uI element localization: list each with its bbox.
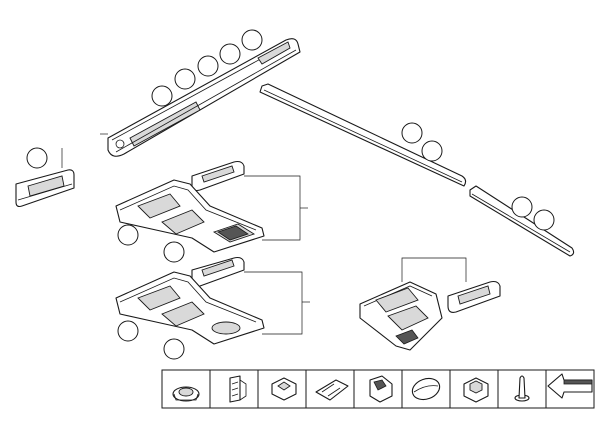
bracket-line-b xyxy=(244,271,303,335)
rear-console-trim xyxy=(359,281,443,351)
metal-clip-icon xyxy=(229,375,247,403)
door-trim-strip-front xyxy=(259,83,467,187)
strip-cell-7 xyxy=(449,369,499,409)
console-cover-a xyxy=(191,160,245,192)
side-vent-trim-left xyxy=(15,147,75,208)
small-parts-strip xyxy=(161,369,595,409)
retainer-clip-icon xyxy=(463,377,489,403)
dashboard-trim-upper xyxy=(107,38,301,157)
door-trim-strip-rear xyxy=(469,185,575,257)
arrow-wedge-icon xyxy=(547,373,593,399)
push-nut-icon xyxy=(271,377,297,401)
bracket-line-rear xyxy=(401,257,467,282)
center-console-trim-a xyxy=(115,179,265,263)
plastic-clip-icon xyxy=(369,375,393,403)
rear-console-cover xyxy=(447,280,501,313)
spring-clip-icon xyxy=(315,379,349,401)
callout-group-dashboard xyxy=(100,29,263,135)
grommet-icon xyxy=(172,386,200,402)
cap-icon xyxy=(411,377,441,401)
console-cover-b xyxy=(191,256,245,288)
strip-cell-1 xyxy=(161,369,211,409)
center-console-trim-b xyxy=(115,271,265,360)
expanding-rivet-icon xyxy=(514,375,530,402)
